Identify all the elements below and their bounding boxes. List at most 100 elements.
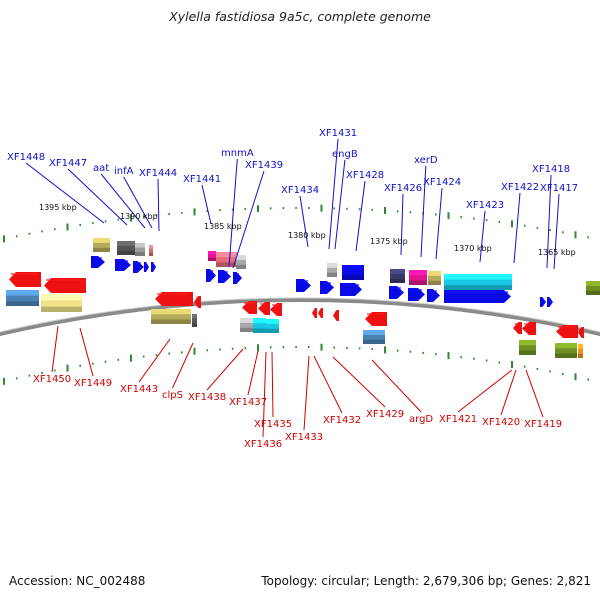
reverse-label-line bbox=[79, 327, 94, 377]
forward-gene-label: XF1423 bbox=[466, 200, 504, 211]
forward-gene-arrow bbox=[547, 297, 553, 307]
reverse-label-line bbox=[525, 369, 544, 418]
forward-gene-arrow bbox=[144, 262, 149, 272]
reverse-gene-label: XF1419 bbox=[524, 419, 562, 430]
reverse-gene-box bbox=[519, 340, 536, 355]
reverse-gene-label: XF1435 bbox=[254, 419, 292, 430]
forward-gene-arrow bbox=[218, 270, 231, 283]
forward-gene-label: XF1422 bbox=[501, 182, 539, 193]
accession-text: Accession: NC_002488 bbox=[9, 574, 146, 588]
forward-gene-box bbox=[135, 243, 145, 256]
forward-gene-label: xerD bbox=[414, 155, 438, 166]
forward-gene-box bbox=[409, 270, 427, 285]
scale-label: 1365 kbp bbox=[538, 248, 576, 257]
reverse-label-line bbox=[247, 350, 259, 396]
reverse-gene-label: XF1438 bbox=[188, 392, 226, 403]
forward-label-line bbox=[553, 193, 560, 270]
forward-label-line bbox=[420, 165, 427, 258]
reverse-gene-box bbox=[6, 290, 39, 306]
forward-gene-arrow bbox=[408, 288, 425, 301]
forward-gene-arrow bbox=[296, 279, 311, 292]
forward-gene-arrow bbox=[540, 297, 546, 307]
reverse-gene-arrow bbox=[365, 312, 387, 326]
reverse-gene-arrow bbox=[513, 322, 522, 334]
reverse-gene-label: argD bbox=[409, 414, 433, 425]
forward-gene-arrow bbox=[115, 259, 131, 271]
reverse-label-line bbox=[206, 348, 244, 391]
forward-label-line bbox=[479, 210, 486, 263]
forward-gene-label: infA bbox=[114, 166, 134, 177]
forward-gene-box bbox=[149, 245, 153, 256]
forward-gene-box bbox=[444, 274, 512, 290]
forward-gene-label: XF1444 bbox=[139, 168, 177, 179]
forward-gene-box bbox=[342, 265, 364, 280]
forward-gene-label: XF1424 bbox=[423, 177, 461, 188]
reverse-gene-arrow bbox=[194, 296, 201, 308]
forward-label-line bbox=[435, 187, 443, 260]
reverse-label-line bbox=[313, 355, 343, 414]
forward-label-line bbox=[201, 184, 212, 225]
reverse-gene-label: XF1437 bbox=[229, 397, 267, 408]
forward-gene-box bbox=[390, 269, 405, 283]
backbone-layer bbox=[0, 297, 600, 337]
forward-gene-box bbox=[93, 238, 110, 252]
summary-text: Topology: circular; Length: 2,679,306 bp… bbox=[261, 574, 591, 588]
gene-layer bbox=[6, 238, 600, 358]
reverse-gene-label: XF1449 bbox=[74, 378, 112, 389]
forward-label-line bbox=[25, 162, 105, 224]
forward-gene-label: aat bbox=[93, 163, 109, 174]
forward-gene-arrow bbox=[206, 269, 216, 282]
forward-gene-label: XF1417 bbox=[540, 183, 578, 194]
forward-gene-label: mnmA bbox=[221, 148, 254, 159]
forward-label-line bbox=[299, 195, 309, 248]
reverse-label-line bbox=[371, 359, 422, 413]
forward-label-line bbox=[67, 168, 128, 226]
reverse-label-line bbox=[51, 325, 59, 373]
scale-label: 1385 kbp bbox=[204, 222, 242, 231]
reverse-label-line bbox=[138, 338, 171, 383]
forward-gene-arrow bbox=[427, 289, 440, 302]
reverse-gene-box bbox=[578, 344, 583, 358]
reverse-gene-label: XF1421 bbox=[439, 414, 477, 425]
forward-gene-label: engB bbox=[332, 149, 358, 160]
forward-gene-arrow bbox=[133, 261, 144, 273]
forward-gene-label: XF1428 bbox=[346, 170, 384, 181]
forward-gene-label: XF1439 bbox=[245, 160, 283, 171]
forward-label-line bbox=[328, 138, 339, 250]
reverse-gene-label: XF1429 bbox=[366, 409, 404, 420]
reverse-gene-label: XF1450 bbox=[33, 374, 71, 385]
forward-gene-box bbox=[327, 263, 337, 277]
reverse-label-line bbox=[457, 369, 513, 413]
genome-backbone bbox=[0, 298, 600, 337]
forward-label-line bbox=[355, 180, 366, 252]
forward-gene-arrow bbox=[340, 283, 362, 296]
label-lines-layer bbox=[25, 138, 560, 438]
tick-layer bbox=[3, 204, 590, 385]
genome-backbone-highlight bbox=[0, 297, 600, 333]
reverse-gene-arrow bbox=[242, 301, 257, 314]
reverse-gene-arrow bbox=[258, 302, 270, 315]
forward-gene-label: XF1426 bbox=[384, 183, 422, 194]
forward-label-line bbox=[546, 174, 552, 269]
reverse-gene-arrow bbox=[270, 303, 282, 316]
forward-label-line bbox=[400, 193, 404, 256]
reverse-gene-label: XF1433 bbox=[285, 432, 323, 443]
forward-gene-box bbox=[117, 241, 135, 255]
forward-gene-box bbox=[208, 251, 216, 261]
forward-gene-label: XF1434 bbox=[281, 185, 319, 196]
forward-gene-box bbox=[428, 271, 441, 285]
reverse-gene-label: XF1443 bbox=[120, 384, 158, 395]
reverse-label-line bbox=[303, 355, 310, 431]
forward-label-line bbox=[228, 158, 238, 268]
forward-gene-arrow bbox=[151, 262, 156, 272]
reverse-gene-box bbox=[192, 314, 197, 327]
reverse-gene-box bbox=[266, 319, 279, 333]
reverse-gene-arrow bbox=[155, 292, 193, 306]
forward-gene-label: XF1418 bbox=[532, 164, 570, 175]
scale-label: 1375 kbp bbox=[370, 237, 408, 246]
forward-gene-label: XF1441 bbox=[183, 174, 221, 185]
reverse-gene-box bbox=[41, 294, 82, 312]
